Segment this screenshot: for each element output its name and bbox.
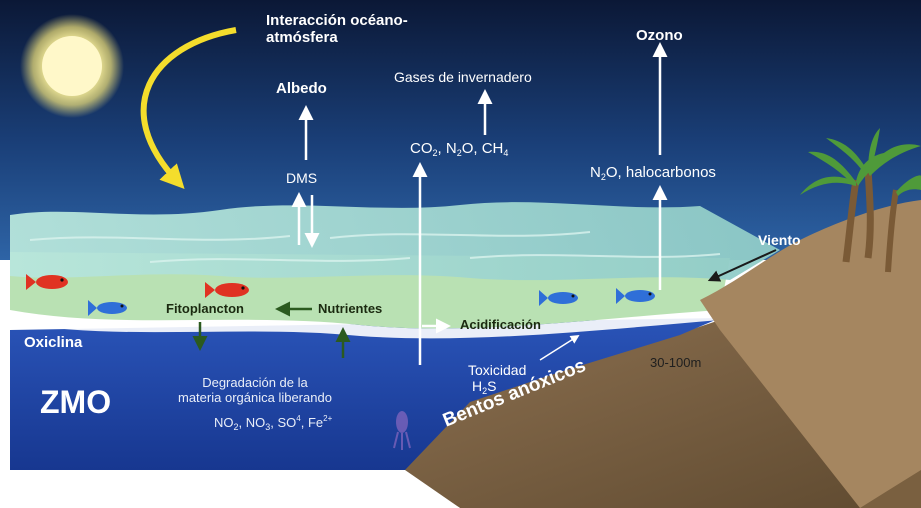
depth-label: 30-100m (650, 355, 702, 370)
ions-label: NO2, NO3, SO4, Fe2+ (214, 414, 333, 432)
dms-label: DMS (286, 170, 318, 186)
degradation-label: Degradación de la materia orgánica liber… (178, 375, 332, 405)
co2-label: CO2, N2O, CH4 (410, 140, 509, 158)
nutrients-label: Nutrientes (318, 301, 383, 316)
red-fish-icon (205, 282, 249, 298)
oxycline-band (10, 310, 720, 339)
acidification-label: Acidificación (460, 317, 541, 332)
red-fish-icon (26, 274, 68, 290)
land (700, 200, 921, 508)
n2o-label: N2O, halocarbonos (590, 164, 716, 182)
toxicity-label: Toxicidad (468, 362, 527, 378)
sea-surface (10, 202, 780, 281)
wind-label: Viento (758, 232, 801, 248)
sun-icon (20, 14, 124, 118)
interaction-label: Interacción océano- atmósfera (266, 12, 408, 47)
zmo-water (10, 318, 720, 470)
ozone-label: Ozono (636, 27, 683, 44)
toxicity-arrow (539, 335, 580, 361)
greenhouse-label: Gases de invernadero (394, 69, 532, 85)
albedo-label: Albedo (276, 80, 327, 97)
h2s-label: H2S (472, 378, 497, 396)
land-side (860, 470, 921, 508)
oxycline-label: Oxiclina (24, 334, 83, 351)
squid-icon (393, 411, 411, 450)
blue-fish-icon (88, 300, 127, 316)
zmo-label: ZMO (40, 384, 112, 420)
palm-tree-icon (800, 128, 921, 273)
blue-fish-icon (616, 288, 655, 304)
blue-fish-icon (539, 290, 578, 306)
sunlight-arrow (140, 27, 237, 189)
wave-lines (29, 231, 721, 263)
phytoplankton-label: Fitoplancton (166, 301, 244, 316)
wind-arrow (707, 249, 777, 282)
front-face (10, 470, 460, 508)
